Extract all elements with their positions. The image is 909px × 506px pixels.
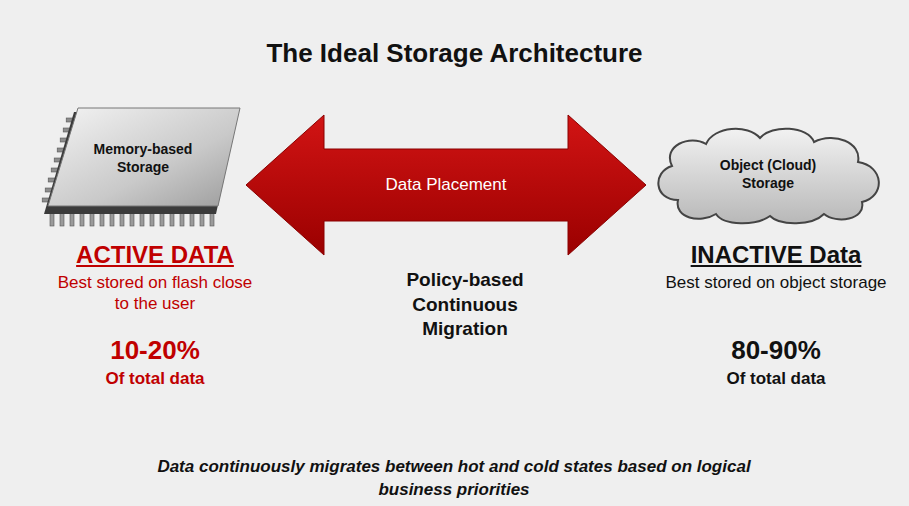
chip-pin <box>90 212 94 226</box>
percentage-caption: Of total data <box>676 368 876 389</box>
node-label: Object (Cloud) Storage <box>703 156 833 192</box>
cloud-illustration <box>648 122 888 226</box>
chip-pin <box>200 212 204 226</box>
chip-pin <box>120 212 124 226</box>
migration-note: Policy-based Continuous Migration <box>390 268 540 342</box>
node-text-holder: Memory-based Storage <box>68 114 218 202</box>
node-text-holder: Object (Cloud) Storage <box>668 136 868 212</box>
description: Best stored on object storage <box>661 272 891 293</box>
diagram-title: The Ideal Storage Architecture <box>0 38 909 69</box>
chip-pin <box>80 212 84 226</box>
chip-pin <box>130 212 134 226</box>
chip-pin <box>110 212 114 226</box>
cloud-outline <box>658 129 878 224</box>
chip-pin <box>170 212 174 226</box>
arrow-label: Data Placement <box>328 175 564 195</box>
chip-node: Memory-based Storage <box>38 104 244 236</box>
chip-pin <box>70 212 74 226</box>
percentage: 10-20% <box>55 334 255 367</box>
chip-pin <box>210 212 214 226</box>
description: Best stored on flash close to the user <box>50 272 260 315</box>
chip-pin <box>180 212 184 226</box>
node-label: Memory-based Storage <box>81 140 205 176</box>
chip-pin <box>140 212 144 226</box>
diagram-caption: Data continuously migrates between hot a… <box>124 456 784 502</box>
percentage: 80-90% <box>676 334 876 367</box>
double-arrow <box>246 115 646 255</box>
chip-pin <box>150 212 154 226</box>
chip-pin <box>60 212 64 226</box>
chip-pin <box>50 212 54 226</box>
chip-pin <box>160 212 164 226</box>
status-heading: ACTIVE DATA <box>25 240 285 270</box>
status-heading: INACTIVE Data <box>646 240 906 270</box>
chip-pin <box>100 212 104 226</box>
chip-pin <box>190 212 194 226</box>
cloud-node: Object (Cloud) Storage <box>648 122 888 226</box>
percentage-caption: Of total data <box>55 368 255 389</box>
chip-top <box>48 108 240 206</box>
